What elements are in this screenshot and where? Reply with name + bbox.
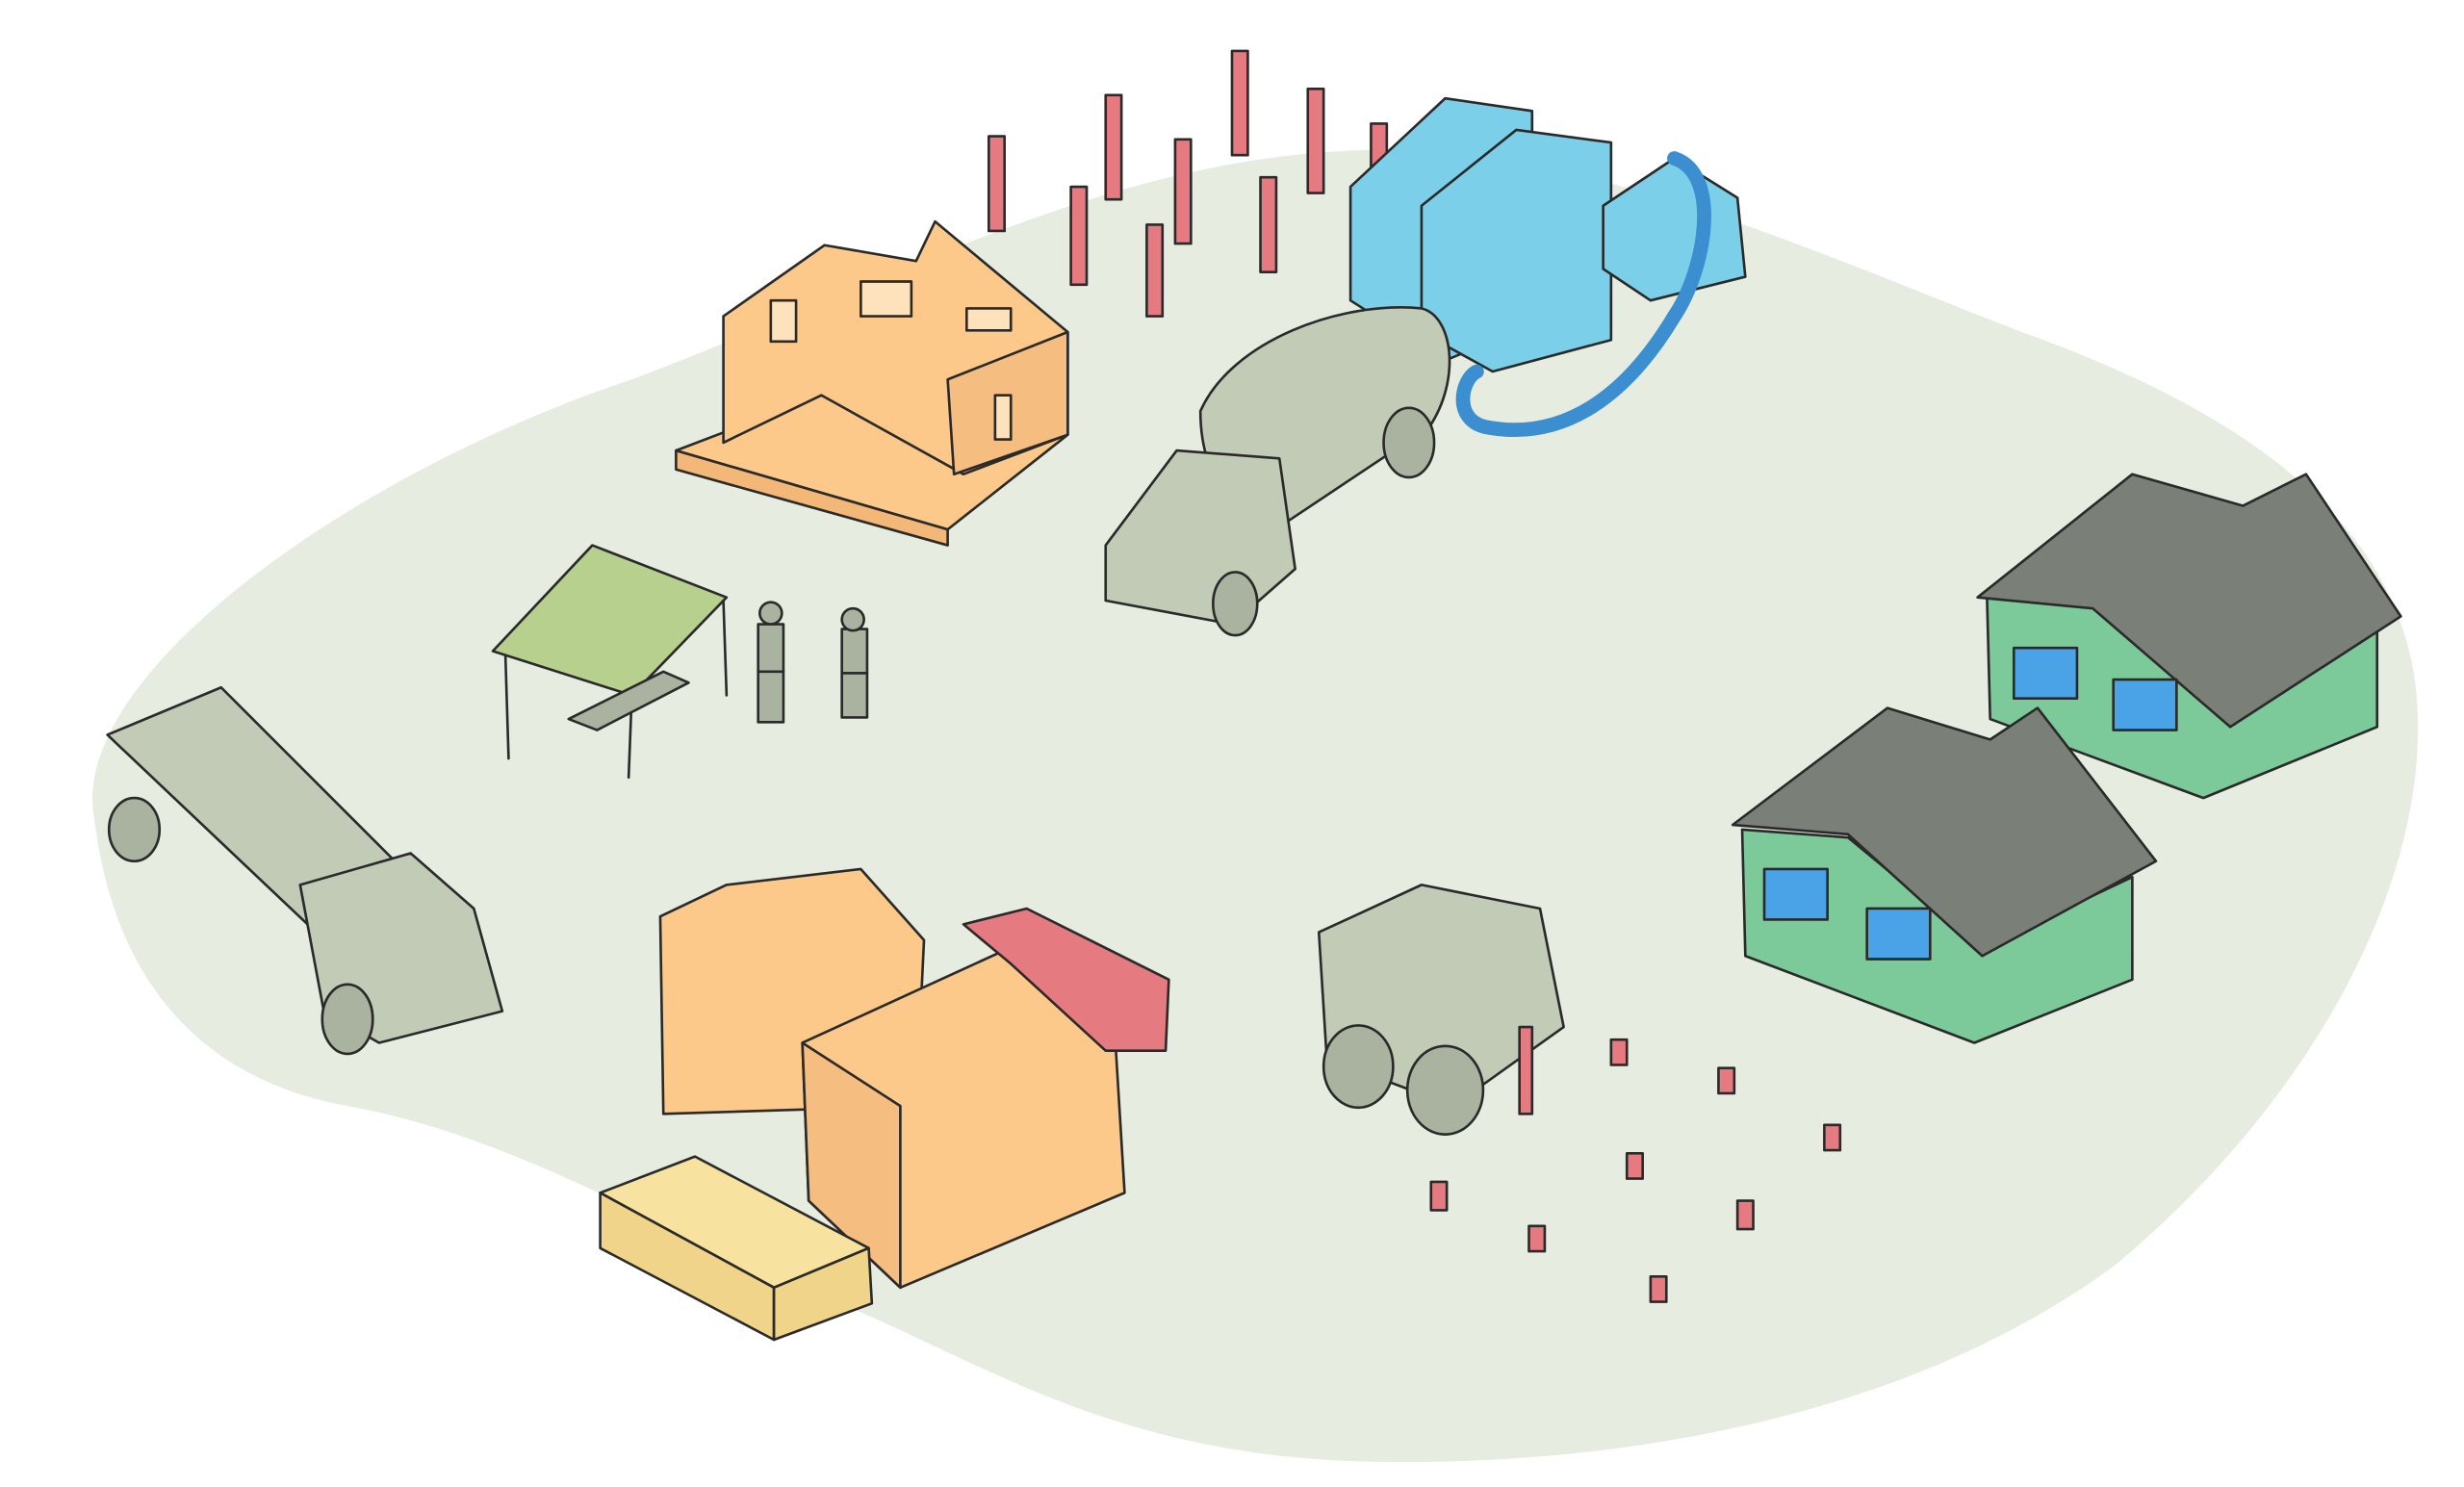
window bbox=[1865, 907, 1932, 961]
wheel bbox=[1322, 1024, 1395, 1110]
water-tanks bbox=[1348, 96, 1747, 437]
pile-group-bottom bbox=[1429, 1038, 1842, 1303]
tanker-truck bbox=[1104, 306, 1451, 637]
house-frame bbox=[675, 219, 1069, 547]
wall-panels bbox=[658, 867, 1126, 1290]
flatbed-truck bbox=[106, 685, 504, 1056]
wheel bbox=[1211, 571, 1259, 637]
wheel bbox=[1382, 406, 1436, 479]
workers bbox=[757, 601, 869, 724]
lumber-stack bbox=[599, 1155, 874, 1342]
skid-steer-auger bbox=[1317, 884, 1565, 1136]
wheel bbox=[107, 796, 162, 863]
window bbox=[1762, 867, 1829, 921]
house-front bbox=[1731, 706, 2158, 1044]
pile-group-top bbox=[987, 49, 1389, 318]
tent bbox=[491, 544, 729, 780]
hose bbox=[1455, 151, 1711, 437]
house-back bbox=[1976, 473, 2402, 800]
window bbox=[2012, 646, 2079, 701]
window bbox=[2112, 678, 2178, 731]
pipe-stack bbox=[962, 907, 1170, 1052]
wheel bbox=[321, 983, 374, 1056]
wheel bbox=[1405, 1044, 1485, 1136]
